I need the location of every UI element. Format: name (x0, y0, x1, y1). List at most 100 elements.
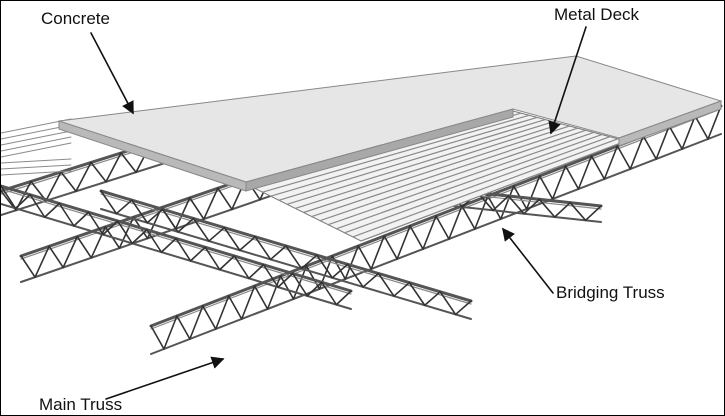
web-member (590, 155, 606, 180)
deck-rib-left (1, 170, 72, 176)
web-member (146, 208, 164, 224)
deck-rib (270, 116, 538, 197)
deck-rib-left (1, 142, 72, 158)
web-member (279, 275, 295, 300)
web-member (102, 220, 119, 236)
web-member (277, 272, 294, 288)
concrete-slab (58, 55, 723, 192)
web-member (370, 235, 385, 270)
deck-rib (286, 121, 554, 205)
top-chord-edge (1, 188, 352, 295)
web-member (408, 281, 426, 307)
web-member (188, 197, 205, 220)
deck-rib (319, 129, 587, 222)
web-member (160, 237, 177, 253)
deck-rib-left (1, 158, 72, 164)
web-member (461, 205, 476, 230)
web-member (525, 175, 541, 210)
deck-rib (261, 114, 530, 193)
web-member (335, 290, 352, 306)
bridging-truss-1 (1, 184, 353, 310)
web-member (202, 305, 217, 330)
web-member (553, 201, 571, 218)
web-member (577, 155, 593, 190)
label-concrete: Concrete (41, 9, 110, 28)
web-member (266, 275, 282, 310)
web-member (240, 285, 256, 320)
web-member (161, 208, 179, 233)
web-member (175, 237, 192, 262)
web-member (422, 215, 437, 250)
web-member (163, 315, 178, 350)
label-arrows (90, 26, 587, 400)
web-member (435, 215, 450, 240)
web-member (34, 245, 50, 278)
web-member (146, 228, 163, 253)
web-member (58, 202, 75, 227)
web-member (316, 254, 334, 279)
web-member (694, 115, 709, 140)
top-chord-edge (150, 108, 722, 330)
web-member (321, 281, 338, 306)
web-member (507, 195, 525, 215)
deck-rib (294, 123, 563, 210)
web-member (331, 263, 349, 279)
web-member (29, 193, 46, 218)
web-member (189, 246, 206, 262)
web-member (344, 245, 360, 280)
web-member (48, 245, 64, 269)
web-member (14, 193, 31, 210)
web-member (105, 152, 122, 183)
web-member (217, 187, 233, 211)
web-member (423, 291, 441, 307)
web-member (707, 105, 722, 140)
web-member (43, 202, 61, 218)
label-metal-deck: Metal Deck (554, 5, 640, 24)
web-member (223, 226, 241, 252)
web-member (584, 205, 602, 222)
web-member (208, 226, 226, 242)
web-member (204, 246, 221, 271)
web-member (487, 195, 502, 220)
web-member (254, 236, 272, 261)
web-member (150, 325, 165, 350)
arrow-concrete (90, 32, 134, 115)
web-member (233, 255, 250, 280)
web-member (499, 185, 515, 220)
deck-rib (311, 127, 579, 218)
label-main-truss: Main Truss (39, 395, 123, 414)
arrow-metal-deck (548, 26, 587, 135)
web-member (90, 226, 107, 259)
bottom-chord (150, 133, 722, 355)
web-member (227, 295, 243, 320)
web-member (253, 285, 269, 310)
bridging-truss-2 (99, 189, 473, 320)
deck-rib-left (1, 164, 72, 170)
web-member (362, 272, 380, 288)
web-member (192, 217, 210, 242)
web-member (377, 272, 395, 297)
concrete-edge-cut (245, 108, 514, 192)
web-member (177, 217, 195, 233)
web-member (176, 315, 191, 340)
deck-rib (360, 140, 627, 242)
web-member (655, 125, 670, 160)
web-member (291, 272, 309, 297)
web-member (538, 175, 554, 200)
web-member (551, 165, 567, 200)
web-member (214, 295, 230, 330)
deck-rib (327, 131, 595, 226)
web-member (189, 305, 204, 340)
web-member (87, 211, 104, 236)
web-member (383, 235, 398, 260)
web-member (668, 125, 683, 150)
web-member (523, 198, 541, 215)
web-member (454, 300, 472, 316)
web-member (603, 145, 619, 180)
web-member (439, 291, 457, 316)
web-member (269, 245, 287, 261)
web-member (45, 171, 62, 202)
deck-rib (352, 138, 619, 238)
web-member (73, 211, 90, 227)
